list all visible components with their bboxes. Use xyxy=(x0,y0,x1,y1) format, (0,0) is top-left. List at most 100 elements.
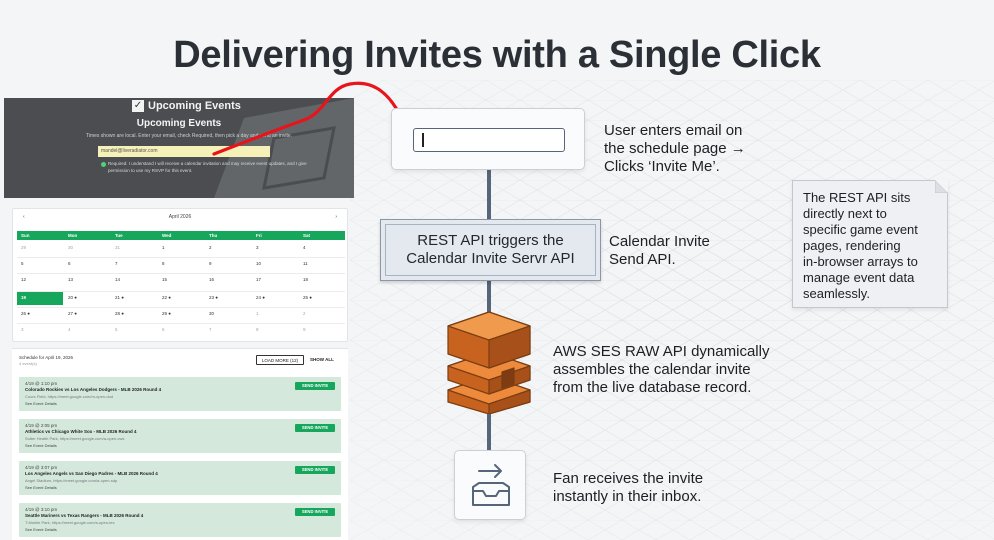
photo-header-label: Upcoming Events xyxy=(148,100,241,112)
email-input[interactable] xyxy=(413,128,565,152)
event-title: Colorado Rockies vs Los Angeles Dodgers … xyxy=(25,387,162,392)
calendar-day[interactable]: 7 xyxy=(209,327,212,332)
photo-email-input[interactable]: mandel@liveradiator.com xyxy=(98,146,270,157)
calendar-prev-button[interactable]: ‹ xyxy=(23,214,25,220)
calendar-day[interactable]: 5 xyxy=(21,261,24,266)
calendar-day[interactable]: 25 ● xyxy=(303,295,312,300)
event-location: Sutter Health Park, https://meet.google.… xyxy=(25,436,125,441)
event-details-link[interactable]: See Event Details xyxy=(25,485,57,490)
schedule-panel: Schedule for April 19, 2026 4 event(s) L… xyxy=(12,348,348,540)
calendar-day[interactable]: 1 xyxy=(162,245,165,250)
event-title: Athletics vs Chicago White Sox - MLB 202… xyxy=(25,429,137,434)
calendar-month: April 2026 xyxy=(168,214,192,220)
calendar-day[interactable]: 30 xyxy=(68,245,74,250)
calendar-weekday: Thu xyxy=(209,233,218,238)
aws-ses-stack-icon xyxy=(447,311,531,414)
event-time: 4/19 @ 3:10 pm xyxy=(25,507,58,512)
calendar-day[interactable]: 16 xyxy=(209,277,215,282)
calendar-day[interactable]: 12 xyxy=(21,277,27,282)
calendar-day[interactable]: 2 xyxy=(209,245,212,250)
calendar-day[interactable]: 13 xyxy=(68,277,74,282)
event-title: Los Angeles Angels vs San Diego Padres -… xyxy=(25,471,158,476)
calendar-day[interactable]: 20 ● xyxy=(68,295,77,300)
photo-background xyxy=(4,98,354,198)
send-invite-button[interactable]: SEND INVITE xyxy=(295,382,335,390)
calendar-day[interactable]: 14 xyxy=(115,277,121,282)
calendar-day[interactable]: 3 xyxy=(256,245,259,250)
calendar-day[interactable]: 29 xyxy=(21,245,27,250)
rest-api-box: REST API triggers the Calendar Invite Se… xyxy=(380,219,601,281)
calendar-day[interactable]: 29 ● xyxy=(162,311,171,316)
calendar-day[interactable]: 1 xyxy=(256,311,259,316)
calendar-day[interactable]: 7 xyxy=(115,261,118,266)
calendar-day[interactable]: 10 xyxy=(256,261,262,266)
load-more-button[interactable]: LOAD MORE (12) xyxy=(256,355,304,365)
calendar-day[interactable]: 18 xyxy=(303,277,309,282)
calendar-day[interactable]: 8 xyxy=(256,327,259,332)
calendar-day[interactable]: 4 xyxy=(68,327,71,332)
calendar-row-divider xyxy=(17,323,345,324)
calendar-day[interactable]: 21 ● xyxy=(115,295,124,300)
calendar-day[interactable]: 23 ● xyxy=(209,295,218,300)
calendar-weekday: Mon xyxy=(68,233,78,238)
calendar-day[interactable]: 8 xyxy=(162,261,165,266)
calendar-day[interactable]: 9 xyxy=(209,261,212,266)
photo-subtitle: Times shown are local. Enter your email,… xyxy=(85,133,293,139)
calendar-day[interactable]: 24 ● xyxy=(256,295,265,300)
calendar-next-button[interactable]: › xyxy=(335,214,337,220)
event-location: T-Mobile Park, https://meet.google.com/s… xyxy=(25,520,115,525)
event-time: 4/19 @ 2:05 pm xyxy=(25,423,58,428)
calendar-day[interactable]: 27 ● xyxy=(68,311,77,316)
calendar-weekday: Fri xyxy=(256,233,262,238)
calendar-weekday: Sun xyxy=(21,233,30,238)
calendar-day[interactable]: 9 xyxy=(303,327,306,332)
required-check-icon xyxy=(101,162,106,167)
step-3-text: AWS SES RAW API dynamically assembles th… xyxy=(553,343,770,396)
calendar-day[interactable]: 5 xyxy=(115,327,118,332)
calendar-day[interactable]: 30 xyxy=(209,311,215,316)
inbox-tray-icon xyxy=(472,464,510,506)
calendar-day[interactable]: 6 xyxy=(68,261,71,266)
show-all-button[interactable]: SHOW ALL xyxy=(310,357,334,362)
calendar-day[interactable]: 19 xyxy=(21,295,27,300)
calendar-day[interactable]: 26 ● xyxy=(21,311,30,316)
text-cursor-icon xyxy=(422,133,424,147)
send-invite-button[interactable]: SEND INVITE xyxy=(295,466,335,474)
calendar-day[interactable]: 4 xyxy=(303,245,306,250)
calendar-day[interactable]: 3 xyxy=(21,327,24,332)
send-invite-button[interactable]: SEND INVITE xyxy=(295,508,335,516)
photo-note-text: Required: I understand I will receive a … xyxy=(108,161,307,173)
calendar-day[interactable]: 28 ● xyxy=(115,311,124,316)
event-details-link[interactable]: See Event Details xyxy=(25,527,57,532)
event-title: Seattle Mariners vs Texas Rangers - MLB … xyxy=(25,513,144,518)
event-details-link[interactable]: See Event Details xyxy=(25,443,57,448)
send-invite-button[interactable]: SEND INVITE xyxy=(295,424,335,432)
schedule-subtitle: 4 event(s) xyxy=(19,361,37,366)
calendar-day[interactable]: 22 ● xyxy=(162,295,171,300)
calendar-day[interactable]: 17 xyxy=(256,277,262,282)
calendar-day[interactable]: 11 xyxy=(303,261,308,266)
page-title: Delivering Invites with a Single Click xyxy=(173,34,821,76)
calendar-day[interactable]: 15 xyxy=(162,277,168,282)
schedule-title: Schedule for April 19, 2026 xyxy=(19,355,74,360)
calendar-day[interactable]: 6 xyxy=(162,327,165,332)
rest-api-box-inner: REST API triggers the Calendar Invite Se… xyxy=(385,224,596,276)
calendar-row-divider xyxy=(17,273,345,274)
calendar-row-divider xyxy=(17,307,345,308)
calendar-day[interactable]: 31 xyxy=(115,245,121,250)
calendar-row-divider xyxy=(17,291,345,292)
photo-header: ✓ Upcoming Events xyxy=(132,100,241,112)
checkbox-icon: ✓ xyxy=(132,100,144,112)
calendar-weekday: Tue xyxy=(115,233,123,238)
calendar-day[interactable]: 2 xyxy=(303,311,306,316)
step-1-text: User enters email on the schedule page →… xyxy=(604,122,746,175)
step-4-text: Fan receives the invite instantly in the… xyxy=(553,470,704,505)
note-fold-icon xyxy=(935,180,948,193)
event-details-link[interactable]: See Event Details xyxy=(25,401,57,406)
calendar-row-divider xyxy=(17,257,345,258)
